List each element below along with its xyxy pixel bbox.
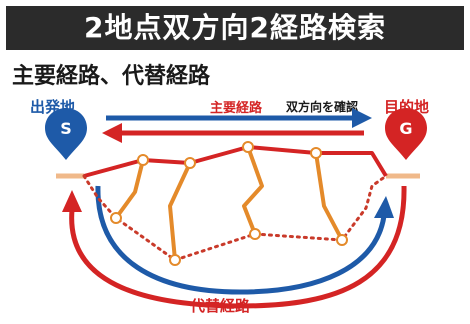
start-marker: S	[60, 119, 72, 138]
main-route-line	[83, 145, 388, 178]
local-roads	[114, 146, 344, 261]
bottom-red-arrowhead	[62, 190, 82, 212]
top-right-arrow	[106, 108, 372, 128]
route-nodes	[110, 141, 348, 266]
start-pin-icon: S	[45, 108, 87, 160]
bottom-red-arc	[69, 185, 407, 309]
bottom-blue-arrowhead	[374, 196, 394, 218]
bottom-blue-arc	[95, 185, 387, 295]
title-banner: 2地点双方向2経路検索	[6, 6, 464, 50]
subtitle: 主要経路、代替経路	[12, 64, 211, 89]
destination-pin-icon: G	[385, 108, 427, 160]
destination-marker: G	[399, 119, 412, 138]
alternate-route-line	[82, 174, 388, 262]
bidirectional-note: 双方向を確認	[286, 100, 359, 114]
main-route-label: 主要経路	[210, 101, 263, 116]
top-left-arrow	[102, 123, 364, 143]
